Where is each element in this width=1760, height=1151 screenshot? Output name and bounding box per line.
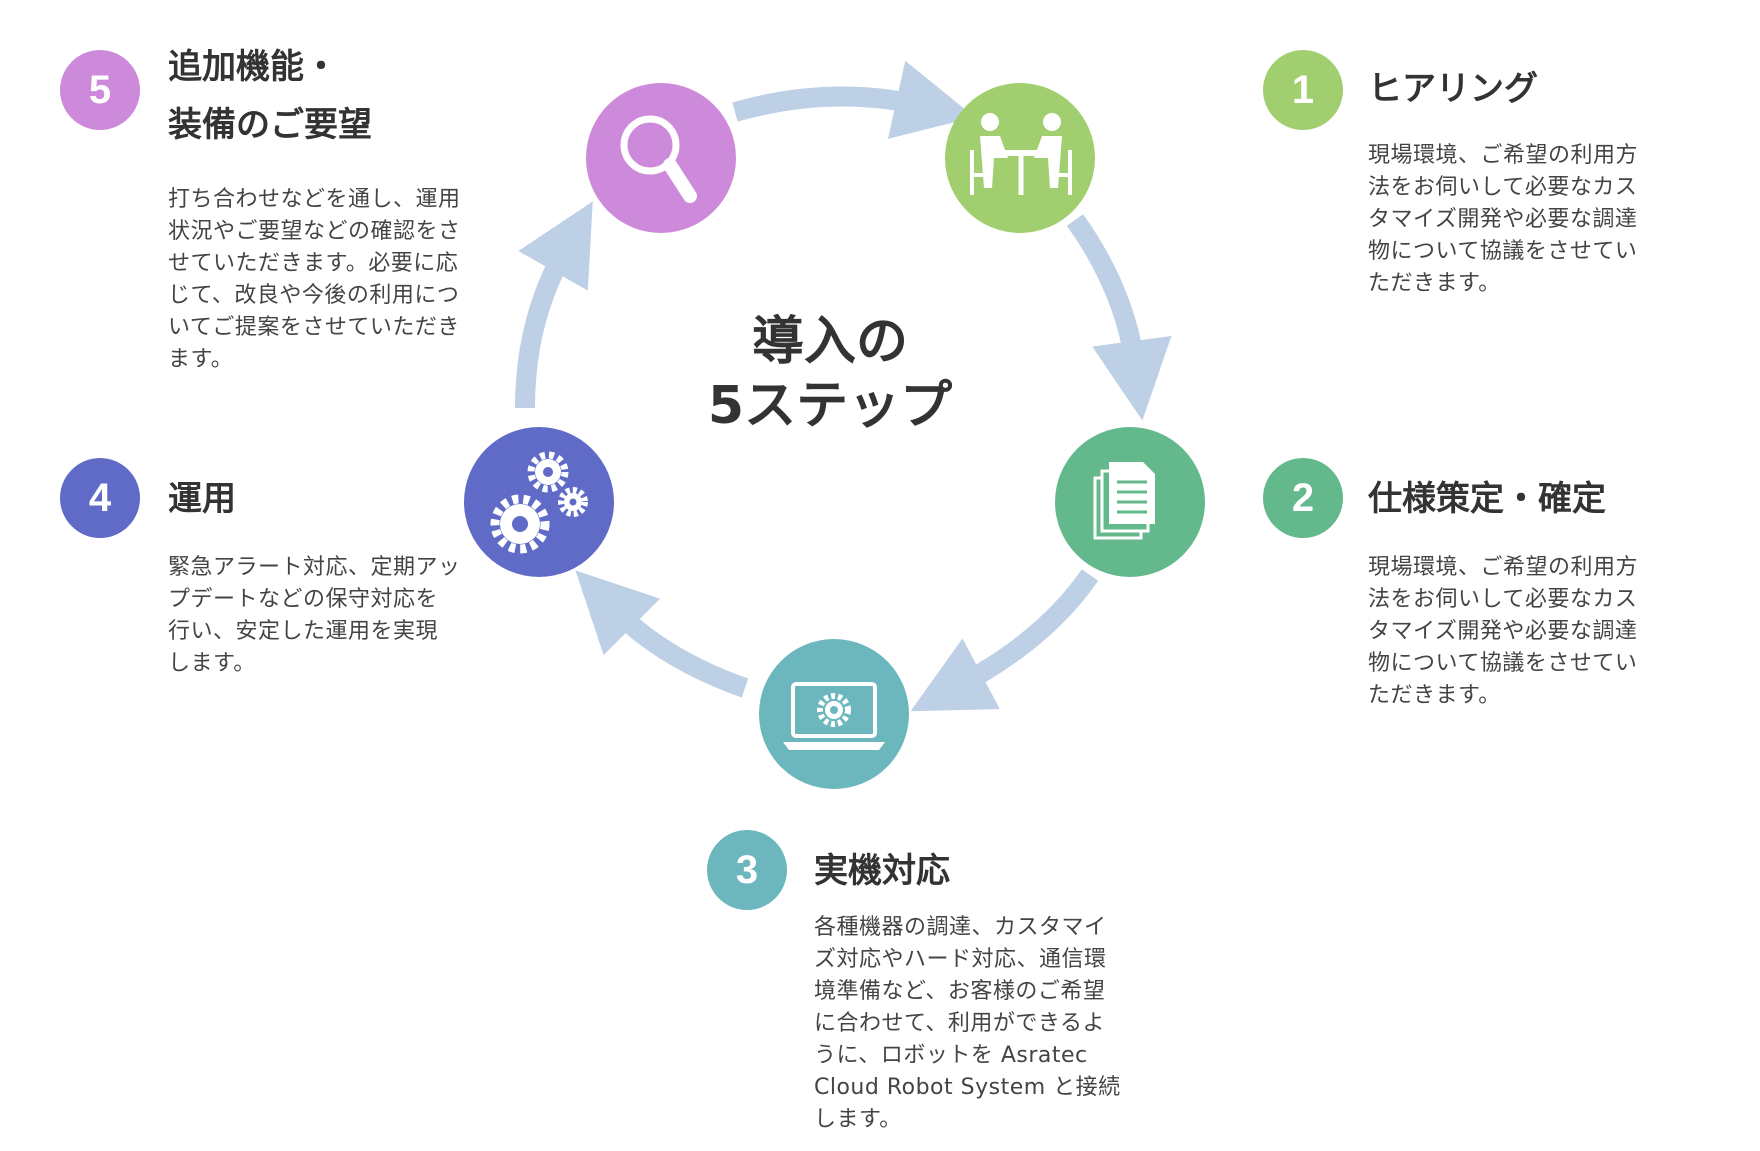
step1-icon-circle	[945, 83, 1095, 233]
laptop-gear-icon	[783, 682, 885, 750]
step2-title: 仕様策定・確定	[1368, 479, 1606, 519]
documents-icon	[1093, 462, 1155, 540]
step1-description: 現場環境、ご希望の利用方 法をお伺いして必要なカス タマイズ開発や必要な調達 物…	[1368, 143, 1639, 296]
arrow-4-to-5	[515, 201, 593, 409]
meeting-icon	[970, 113, 1072, 195]
arrow-1-to-2	[1066, 214, 1172, 421]
step4-description: 緊急アラート対応、定期アッ プデートなどの保守対応を 行い、安定した運用を実現 …	[168, 555, 461, 676]
step4-number-badge: 4	[60, 458, 140, 538]
center-title-line1: 導入の	[751, 312, 908, 372]
step5-icon-circle	[586, 83, 736, 233]
center-title: 導入の 5ステップ	[650, 310, 1010, 438]
step1-title: ヒアリング	[1368, 69, 1538, 109]
step3-icon-circle	[759, 639, 909, 789]
step5-title: 追加機能・ 装備のご要望	[168, 47, 372, 145]
magnifier-icon	[620, 115, 697, 203]
arrow-3-to-4	[575, 570, 749, 698]
step4-title: 運用	[168, 479, 236, 519]
step5-number-badge: 5	[60, 50, 140, 130]
arrow-5-to-1	[732, 60, 975, 139]
step1-number-badge: 1	[1263, 50, 1343, 130]
step2-description: 現場環境、ご希望の利用方 法をお伺いして必要なカス タマイズ開発や必要な調達 物…	[1368, 555, 1639, 708]
step4-icon-circle	[464, 427, 614, 577]
step3-number-badge: 3	[707, 830, 787, 910]
step3-description: 各種機器の調達、カスタマイ ズ対応やハード対応、通信環 境準備など、お客様のご希…	[814, 915, 1121, 1132]
step2-number-badge: 2	[1263, 458, 1343, 538]
step2-icon-circle	[1055, 427, 1205, 577]
arrow-2-to-3	[910, 569, 1099, 712]
gears-icon	[490, 451, 588, 554]
center-title-line2: 5ステップ	[707, 376, 953, 436]
step3-title: 実機対応	[814, 851, 950, 891]
step5-description: 打ち合わせなどを通し、運用 状況やご要望などの確認をさ せていただきます。必要に…	[168, 187, 461, 372]
